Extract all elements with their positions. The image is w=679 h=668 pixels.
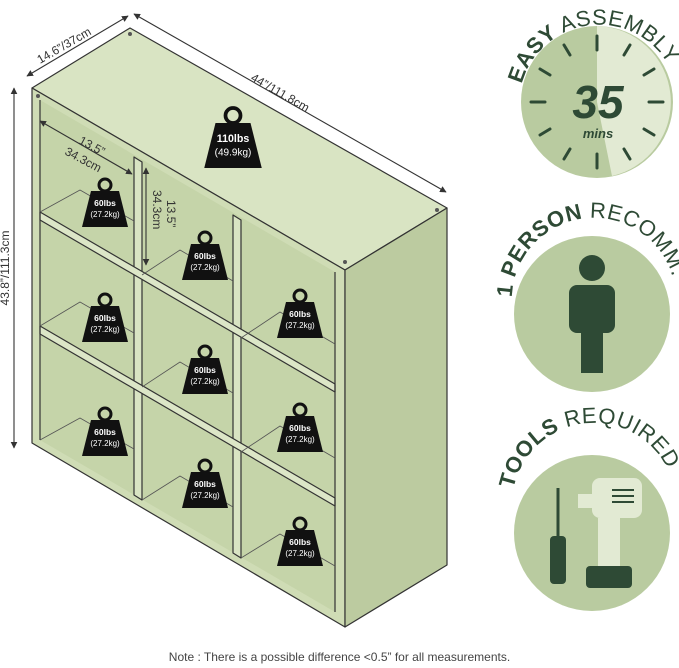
weight-label-cube: 60lbs (27.2kg) xyxy=(277,288,323,338)
weight-kg: (27.2kg) xyxy=(190,377,220,386)
weight-kg: (49.9kg) xyxy=(215,148,252,159)
height-dimension: 43.8”/111.3cm xyxy=(0,231,12,306)
clock-icon xyxy=(529,34,665,170)
weight-icon xyxy=(277,530,323,566)
weight-label-cube: 60lbs (27.2kg) xyxy=(82,292,128,342)
weight-icon xyxy=(277,302,323,338)
weight-label-cube: 60lbs (27.2kg) xyxy=(82,177,128,227)
weight-lbs: 60lbs xyxy=(194,365,216,375)
weight-icon xyxy=(182,472,228,508)
weight-icon xyxy=(182,358,228,394)
weight-labels: 110lbs (49.9kg) 60lbs (27.2kg) 60lbs (27.2kg)… xyxy=(82,106,323,566)
tools-required-badge: TOOLS REQUIRED xyxy=(494,403,679,611)
weight-kg: (27.2kg) xyxy=(90,439,120,448)
weight-lbs: 60lbs xyxy=(289,423,311,433)
person-icon xyxy=(569,255,615,373)
weight-label-cube: 60lbs (27.2kg) xyxy=(182,344,228,394)
weight-label-cube: 60lbs (27.2kg) xyxy=(182,458,228,508)
weight-lbs: 110lbs xyxy=(217,133,250,145)
measurement-note: Note : There is a possible difference <0… xyxy=(168,650,511,664)
one-person-badge: 1 PERSON RECOMM. xyxy=(492,198,679,392)
divider-v1 xyxy=(133,156,143,501)
weight-lbs: 60lbs xyxy=(194,251,216,261)
assembly-unit: mins xyxy=(583,126,613,141)
drill-icon xyxy=(578,478,642,588)
cube-grid-back xyxy=(40,100,335,612)
weight-icon xyxy=(82,306,128,342)
weight-label-cube: 60lbs (27.2kg) xyxy=(277,402,323,452)
weight-icon xyxy=(82,420,128,456)
weight-icon xyxy=(182,244,228,280)
weight-kg: (27.2kg) xyxy=(285,435,315,444)
easy-assembly-badge: EASY ASSEMBLY 35 mins xyxy=(503,5,679,178)
weight-kg: (27.2kg) xyxy=(190,491,220,500)
weight-kg: (27.2kg) xyxy=(190,263,220,272)
weight-icon xyxy=(277,416,323,452)
weight-lbs: 60lbs xyxy=(289,537,311,547)
weight-lbs: 60lbs xyxy=(94,198,116,208)
cube-height-in: 13.5” xyxy=(164,200,178,227)
weight-label-cube: 60lbs (27.2kg) xyxy=(82,406,128,456)
weight-icon xyxy=(204,123,262,168)
screwdriver-icon xyxy=(550,488,566,584)
weight-lbs: 60lbs xyxy=(94,427,116,437)
shelf-side xyxy=(344,207,448,628)
weight-label-top: 110lbs (49.9kg) xyxy=(204,106,262,168)
assembly-minutes: 35 xyxy=(572,76,625,128)
dimension-lines xyxy=(10,13,447,449)
weight-icon xyxy=(82,191,128,227)
weight-kg: (27.2kg) xyxy=(285,321,315,330)
weight-kg: (27.2kg) xyxy=(285,549,315,558)
weight-lbs: 60lbs xyxy=(194,479,216,489)
weight-label-cube: 60lbs (27.2kg) xyxy=(277,516,323,566)
divider-v2 xyxy=(232,214,242,559)
weight-lbs: 60lbs xyxy=(94,313,116,323)
weight-kg: (27.2kg) xyxy=(90,325,120,334)
weight-label-cube: 60lbs (27.2kg) xyxy=(182,230,228,280)
cube-height-cm: 34.3cm xyxy=(150,190,164,229)
weight-kg: (27.2kg) xyxy=(90,210,120,219)
weight-lbs: 60lbs xyxy=(289,309,311,319)
